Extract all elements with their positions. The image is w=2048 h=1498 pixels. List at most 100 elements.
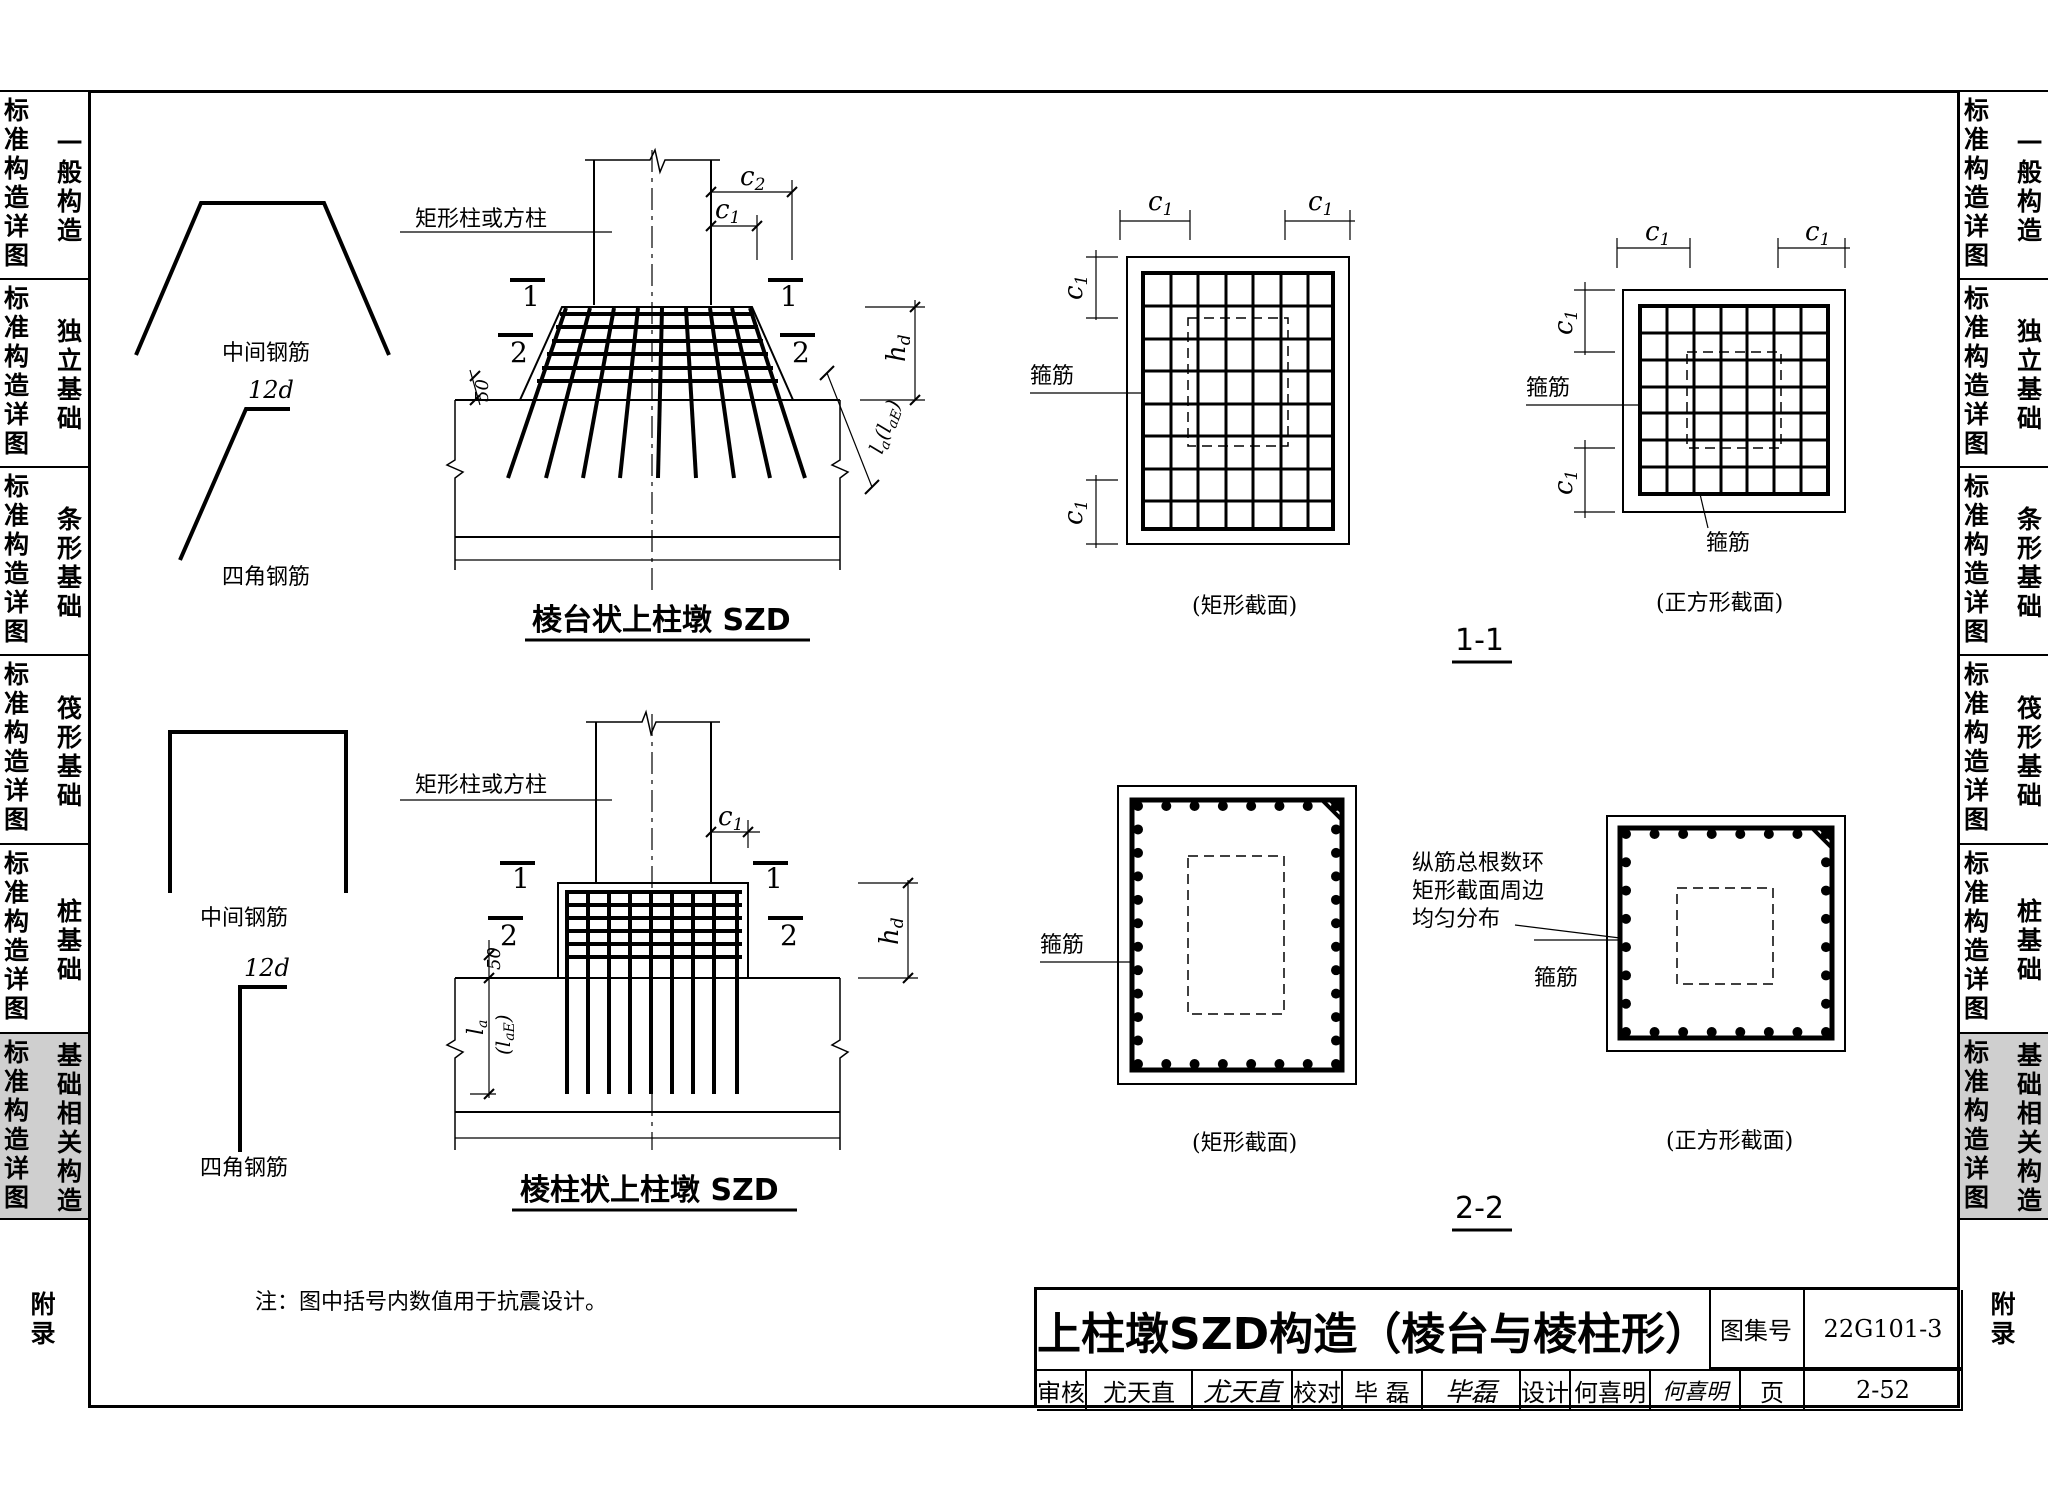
tab-char: 形 (2016, 722, 2042, 752)
tab-char: 础 (2016, 404, 2042, 433)
tab-char: 造 (4, 1125, 30, 1154)
stirrup-label-5: 箍筋 (1534, 966, 1578, 991)
tab-char: 础 (2016, 780, 2042, 810)
tab-char: 准 (4, 1067, 30, 1096)
dim-la-2: la (464, 1020, 491, 1035)
tab-col-standard: 标准构造详图 (1964, 660, 1989, 843)
tab-col-standard: 标准构造详图 (1964, 284, 1989, 466)
tab-char: 一 (2016, 129, 2042, 158)
tab-col-topic: 基础相关构造 (57, 1038, 82, 1218)
tab-char: 图 (4, 241, 30, 270)
dim-c1-s1r-c: c1 (1059, 275, 1092, 300)
left-tab-3[interactable]: 标准构造详图筏形基础 (0, 654, 88, 843)
tab-char: 图 (4, 994, 30, 1023)
dim-hd-1: hd (882, 334, 915, 362)
longitudinal-bar (1621, 885, 1631, 896)
left-tab-4[interactable]: 标准构造详图桩基础 (0, 843, 88, 1032)
tab-char: 图 (4, 429, 30, 458)
right-tab-3[interactable]: 标准构造详图筏形基础 (1960, 654, 2048, 843)
tab-char: 标 (4, 284, 30, 313)
tab-col-topic: 独立基础 (57, 284, 82, 466)
right-tab-5[interactable]: 标准构造详图基础相关构造 (1960, 1032, 2048, 1218)
longitudinal-bar (1133, 871, 1143, 882)
tab-char: 基 (2016, 1041, 2042, 1070)
tab-char: 造 (1964, 371, 1990, 400)
middle-bar-shape-2 (168, 730, 348, 893)
tab-col-standard: 标准构造详图 (1964, 96, 1989, 278)
tab-char: 础 (56, 1070, 82, 1099)
tab-char: 造 (4, 559, 30, 588)
longitudinal-bar (1133, 847, 1143, 858)
right-tab-2[interactable]: 标准构造详图条形基础 (1960, 466, 2048, 654)
dim-c1-s1s-c: c1 (1549, 310, 1582, 335)
tab-char: 筏 (56, 693, 82, 723)
tab-char: 构 (4, 530, 30, 559)
frustum-szd-title: 棱台状上柱墩 SZD (532, 603, 791, 638)
tab-col-standard: 标准构造详图 (4, 472, 29, 654)
tab-char: 准 (1964, 125, 1990, 154)
tab-char: 详 (1964, 588, 1990, 617)
tab-col-topic: 基础相关构造 (2017, 1038, 2042, 1218)
tab-col-topic: 桩基础 (57, 849, 82, 1032)
tab-char: 构 (4, 1096, 30, 1125)
tab-char: 构 (1964, 1096, 1990, 1125)
longitudinal-bar (1792, 1027, 1803, 1037)
left-tab-1[interactable]: 标准构造详图独立基础 (0, 278, 88, 466)
section-2-2-rect (1040, 785, 1357, 1085)
frustum-szd-drawing (400, 147, 925, 590)
left-tab-5[interactable]: 标准构造详图 基础相关构造 (0, 1032, 88, 1218)
tab-char: 详 (4, 965, 30, 994)
dim-50-1: 50 (472, 379, 493, 402)
longitudinal-bar (1621, 857, 1631, 868)
tab-char: 准 (4, 501, 30, 530)
longitudinal-bar (1331, 941, 1341, 952)
longitudinal-bar (1821, 913, 1831, 924)
tab-char: 造 (56, 216, 82, 245)
right-tab-0[interactable]: 标准构造详图 一般构造 (1960, 90, 2048, 278)
tab-col-standard: 标准构造详图 (1964, 849, 1989, 1032)
tab-char: 造 (2016, 1186, 2042, 1215)
longitudinal-bar (1821, 970, 1831, 981)
tab-col-standard: 标准构造详图 (4, 1038, 29, 1218)
reviewer-name: 尤天直 (1087, 1369, 1193, 1411)
right-tab-6[interactable]: 附录 (1960, 1218, 2048, 1408)
longitudinal-bar (1133, 824, 1143, 835)
tab-char: 图 (4, 617, 30, 646)
tab-char: 详 (4, 776, 30, 805)
prism-szd-title: 棱柱状上柱墩 SZD (520, 1173, 779, 1208)
longitudinal-bar (1621, 1027, 1631, 1037)
longitudinal-bar (1246, 801, 1257, 811)
tab-char: 础 (2016, 592, 2042, 621)
tab-char: 立 (56, 346, 82, 375)
longitudinal-bar (1763, 1027, 1774, 1037)
left-tab-6[interactable]: 附录 (0, 1218, 88, 1408)
tab-char: 标 (4, 96, 30, 125)
tab-char: 构 (1964, 342, 1990, 371)
tab-char: 造 (4, 747, 30, 776)
longitudinal-bar (1763, 829, 1774, 839)
section-mark-2-left: 2 (510, 336, 528, 369)
right-tab-1[interactable]: 标准构造详图独立基础 (1960, 278, 2048, 466)
tab-char: 准 (4, 878, 30, 907)
longitudinal-bar (1821, 1027, 1831, 1037)
tab-char: 基 (2016, 375, 2042, 404)
tab-col-topic: 一般构造 (2017, 96, 2042, 278)
prism-szd-drawing (400, 709, 918, 1150)
longitudinal-bar (1133, 1059, 1143, 1069)
tab-char: 造 (1964, 936, 1990, 965)
section-2-2-title: 2-2 (1455, 1191, 1504, 1226)
tab-char: 基 (56, 375, 82, 404)
tab-char: 基 (56, 563, 82, 592)
longitudinal-bar (1678, 1027, 1689, 1037)
dim-c1-s1r-d: c1 (1059, 500, 1092, 525)
tab-char: 准 (4, 125, 30, 154)
longitudinal-bar (1621, 970, 1631, 981)
left-tab-0[interactable]: 标准构造详图一般构造 (0, 90, 88, 278)
right-tab-4[interactable]: 标准构造详图桩基础 (1960, 843, 2048, 1032)
longitudinal-bar (1161, 801, 1172, 811)
checker-name: 毕 磊 (1343, 1369, 1423, 1411)
square-section-label-1: (正方形截面) (1656, 591, 1783, 616)
left-tab-2[interactable]: 标准构造详图条形基础 (0, 466, 88, 654)
check-label: 校对 (1293, 1369, 1343, 1411)
section-mark-2-right: 2 (792, 336, 810, 369)
